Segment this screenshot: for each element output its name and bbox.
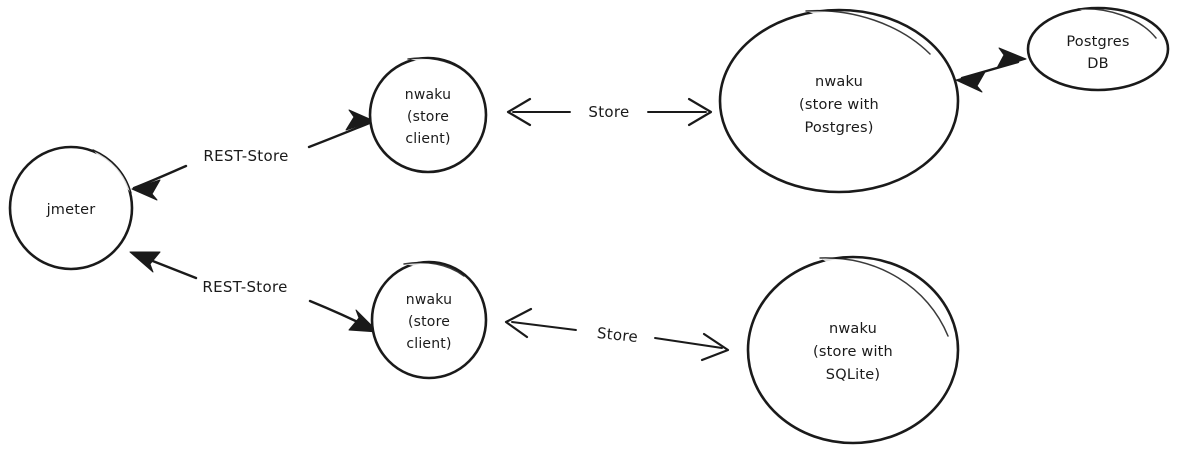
arrow-head-left-icon bbox=[504, 307, 533, 339]
node-store-client-bottom-label-line-3: client) bbox=[406, 336, 451, 352]
arrow-head-right-icon bbox=[700, 332, 730, 362]
node-store-client-top[interactable]: nwaku (store client) bbox=[368, 56, 488, 174]
node-jmeter[interactable]: jmeter bbox=[8, 145, 134, 271]
edge-segment-left bbox=[132, 164, 188, 190]
node-store-client-bottom-shape bbox=[370, 260, 488, 380]
node-postgres-db-sketch-stroke bbox=[1077, 8, 1157, 39]
arrow-head-left-icon bbox=[131, 179, 161, 201]
node-nwaku-sqlite-label-line-2: (store with bbox=[813, 344, 893, 360]
node-postgres-db[interactable]: Postgres DB bbox=[1026, 6, 1170, 92]
edge-jmeter-to-store-client-bottom[interactable]: REST-Store bbox=[129, 251, 379, 333]
node-jmeter-shape bbox=[8, 145, 134, 271]
node-nwaku-postgres-label-line-1: nwaku bbox=[815, 74, 863, 90]
node-nwaku-sqlite[interactable]: nwaku (store with SQLite) bbox=[746, 255, 960, 445]
edge-store-client-bottom-to-sqlite[interactable]: Store bbox=[504, 307, 730, 362]
node-nwaku-postgres[interactable]: nwaku (store with Postgres) bbox=[718, 8, 960, 194]
node-store-client-top-label-line-3: client) bbox=[405, 131, 450, 147]
node-nwaku-sqlite-label-line-1: nwaku bbox=[829, 321, 877, 337]
arrow-head-right-icon bbox=[996, 47, 1027, 69]
node-nwaku-sqlite-sketch-stroke bbox=[819, 257, 949, 337]
arrow-head-left-icon bbox=[129, 251, 161, 273]
edge-label-store-bottom: Store bbox=[596, 324, 639, 346]
node-nwaku-postgres-shape bbox=[718, 8, 960, 194]
node-store-client-top-label-line-1: nwaku bbox=[405, 87, 451, 103]
edge-jmeter-to-store-client-top[interactable]: REST-Store bbox=[131, 109, 375, 201]
arrow-head-right-icon bbox=[687, 97, 713, 127]
edge-label-rest-store-bottom: REST-Store bbox=[202, 278, 287, 296]
edge-postgres-to-postgres-db[interactable] bbox=[955, 47, 1027, 93]
arrow-head-right-icon bbox=[345, 109, 375, 131]
edge-segment-right bbox=[307, 120, 374, 149]
node-nwaku-sqlite-label-line-3: SQLite) bbox=[826, 367, 880, 383]
edge-label-rest-store-top: REST-Store bbox=[203, 147, 288, 165]
edge-segment-left bbox=[511, 321, 577, 331]
node-nwaku-postgres-sketch-stroke bbox=[805, 9, 931, 55]
node-store-client-top-sketch-stroke bbox=[407, 57, 464, 71]
edge-store-client-top-to-postgres[interactable]: Store bbox=[506, 97, 713, 127]
node-store-client-bottom-sketch-stroke bbox=[403, 261, 465, 277]
node-postgres-db-label-line-1: Postgres bbox=[1066, 34, 1129, 50]
edge-label-store-top: Store bbox=[588, 103, 629, 121]
arrow-head-right-icon bbox=[348, 309, 379, 333]
node-store-client-bottom-label-line-1: nwaku bbox=[406, 292, 452, 308]
node-store-client-bottom[interactable]: nwaku (store client) bbox=[370, 260, 488, 380]
node-store-client-top-label-line-2: (store bbox=[407, 109, 449, 125]
node-jmeter-label-line-1: jmeter bbox=[46, 202, 96, 218]
node-nwaku-postgres-label-line-2: (store with bbox=[799, 97, 879, 113]
node-nwaku-postgres-label-line-3: Postgres) bbox=[804, 120, 873, 136]
node-postgres-db-label-line-2: DB bbox=[1087, 56, 1109, 72]
edge-segment-right bbox=[654, 337, 723, 349]
arrow-head-left-icon bbox=[955, 71, 986, 93]
node-store-client-bottom-label-line-2: (store bbox=[408, 314, 450, 330]
node-jmeter-sketch-stroke bbox=[92, 149, 132, 194]
arrow-head-left-icon bbox=[506, 97, 532, 127]
